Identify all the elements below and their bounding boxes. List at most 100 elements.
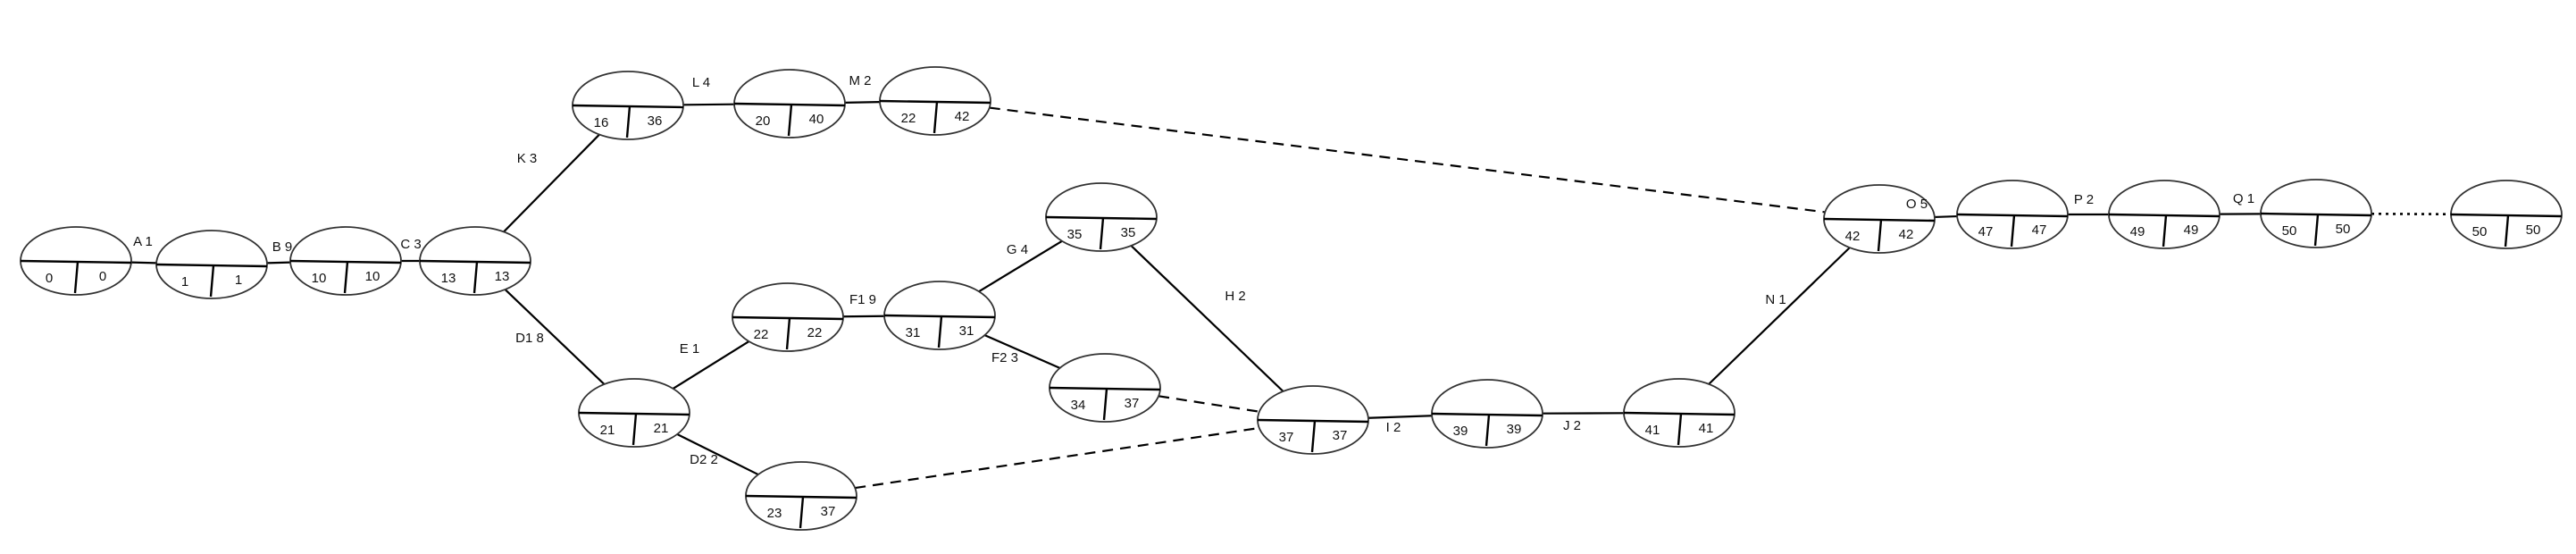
node-divider-horizontal [745,494,857,499]
edge-n9-n13 [855,426,1259,490]
node-early-time: 0 [46,271,53,286]
node-divider-horizontal [155,263,268,268]
edge-n0-n1 [130,261,157,264]
node-divider-vertical [2010,214,2016,248]
node-divider-vertical [785,317,791,350]
node-divider-vertical [631,413,638,446]
edge-label-n15-n16: N 1 [1765,292,1786,307]
node-divider-vertical [1485,414,1491,447]
node-early-time: 37 [1279,430,1294,445]
edge-label-n5-n6: M 2 [849,73,871,88]
node-divider-vertical [1102,388,1108,421]
event-node-n17: 47 47 [1956,180,2069,249]
node-divider-vertical [209,264,215,298]
edge-n10-n11 [978,239,1063,293]
node-divider-horizontal [1045,215,1158,221]
node-late-time: 37 [821,504,836,519]
edge-label-n4-n5: L 4 [692,75,710,90]
edge-label-n16-n17: O 5 [1906,197,1928,212]
node-divider-horizontal [732,315,844,321]
node-late-time: 50 [2336,222,2351,237]
node-late-time: 10 [365,269,381,284]
node-early-time: 20 [756,113,771,129]
node-divider-vertical [933,101,939,134]
edge-n10-n12 [984,334,1060,369]
event-node-n14: 39 39 [1431,379,1543,449]
edge-label-n13-n14: I 2 [1386,420,1401,435]
edges-layer [130,101,2452,490]
node-late-time: 37 [1333,428,1348,443]
event-node-n11: 35 35 [1045,182,1158,252]
edge-n6-n16 [989,106,1826,214]
node-early-time: 13 [441,271,456,286]
node-late-time: 42 [1899,227,1914,242]
edge-label-n7-n8: E 1 [680,341,700,357]
node-early-time: 34 [1071,398,1086,413]
edge-label-n17-n18: P 2 [2074,192,2094,207]
edge-label-n18-n19: Q 1 [2233,191,2254,206]
event-node-n13: 37 37 [1257,385,1369,455]
node-divider-vertical [73,261,79,294]
event-node-n8: 22 22 [732,282,844,352]
edge-n16-n17 [1934,214,1958,219]
node-late-time: 47 [2032,222,2047,238]
node-early-time: 42 [1845,229,1861,244]
edge-n7-n9 [676,432,759,476]
node-divider-horizontal [1823,217,1936,222]
node-divider-horizontal [2450,213,2563,218]
node-early-time: 22 [754,327,769,342]
event-node-n2: 10 10 [289,226,402,296]
node-divider-vertical [787,104,793,137]
node-late-time: 40 [809,112,824,127]
node-divider-horizontal [1623,411,1735,416]
node-late-time: 41 [1699,421,1714,436]
node-late-time: 42 [955,109,970,124]
node-divider-horizontal [419,259,531,264]
edge-n7-n8 [672,340,750,390]
node-late-time: 22 [807,325,823,340]
event-node-n9: 23 37 [745,461,857,531]
node-divider-vertical [799,496,805,529]
node-late-time: 36 [648,113,663,129]
node-early-time: 16 [594,115,609,130]
event-node-n16: 42 42 [1823,184,1936,254]
node-early-time: 35 [1067,227,1083,242]
node-divider-horizontal [572,104,684,109]
edge-n3-n4 [503,133,600,233]
node-divider-horizontal [289,259,402,264]
node-early-time: 47 [1978,224,1994,239]
node-divider-horizontal [1049,386,1161,391]
node-divider-horizontal [1431,412,1543,417]
edge-n12-n13 [1158,395,1260,413]
node-divider-vertical [2313,214,2320,247]
node-divider-vertical [625,105,631,138]
edge-label-n3-n4: K 3 [517,151,538,166]
node-late-time: 39 [1507,422,1522,437]
edge-n3-n7 [504,289,606,385]
event-node-n6: 22 42 [879,66,991,136]
node-early-time: 10 [312,271,327,286]
node-early-time: 50 [2472,224,2488,239]
node-early-time: 23 [767,506,782,521]
node-late-time: 35 [1121,225,1136,240]
node-divider-horizontal [1257,418,1369,424]
edge-n13-n14 [1367,415,1433,419]
node-early-time: 50 [2282,223,2297,239]
node-early-time: 39 [1453,424,1468,439]
node-late-time: 31 [959,323,974,339]
node-late-time: 50 [2526,222,2541,238]
node-divider-vertical [2162,214,2168,248]
node-early-time: 22 [901,111,916,126]
node-late-time: 0 [99,269,106,284]
node-late-time: 49 [2184,222,2199,238]
